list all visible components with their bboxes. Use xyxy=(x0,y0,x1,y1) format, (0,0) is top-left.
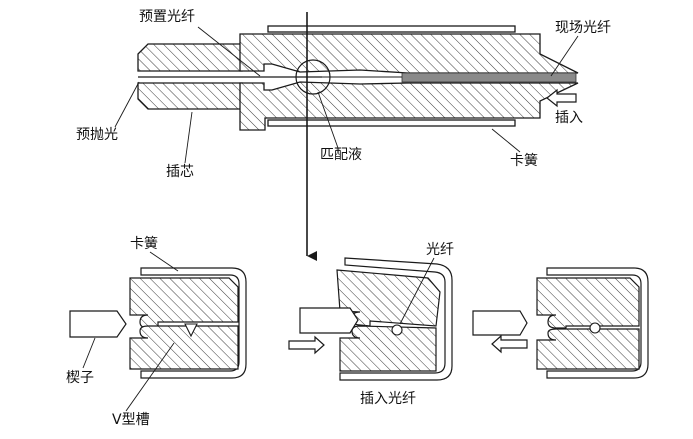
leader-preset-fiber xyxy=(197,26,261,77)
label-wedge: 楔子 xyxy=(66,370,94,386)
leader-v-groove xyxy=(125,342,175,412)
ferrule-upper xyxy=(137,43,243,72)
push-arrow-2 xyxy=(288,335,325,355)
fiber-in-groove-3 xyxy=(589,322,601,334)
body-upper xyxy=(239,33,579,74)
label-insert-fiber: 插入光纤 xyxy=(360,391,416,407)
pull-arrow-3 xyxy=(491,334,528,354)
wedge-1 xyxy=(69,310,127,338)
label-index-matching-gel: 匹配液 xyxy=(320,147,362,163)
stage-wedge-withdrawn xyxy=(472,267,649,379)
field-fiber xyxy=(401,72,577,83)
leader-matching-gel xyxy=(317,91,339,149)
leader-clamp-spring-top xyxy=(491,128,521,153)
label-clamp-spring-top: 卡簧 xyxy=(510,153,538,169)
upper-block-1 xyxy=(129,277,239,329)
spring-clip-3 xyxy=(546,267,649,379)
upper-block-3 xyxy=(536,277,640,329)
leader-fiber-bottom xyxy=(399,257,435,325)
leader-wedge xyxy=(82,337,96,369)
spring-clip-2 xyxy=(339,257,453,381)
label-insert-top: 插入 xyxy=(555,110,583,126)
lower-block-2 xyxy=(339,325,437,372)
wedge-2 xyxy=(299,307,359,334)
label-preset-fiber: 预置光纤 xyxy=(139,9,195,25)
label-ferrule: 插芯 xyxy=(166,164,194,180)
label-field-fiber: 现场光纤 xyxy=(555,20,611,36)
ferrule-lower xyxy=(137,82,243,110)
clamp-spring-top-plate xyxy=(267,25,516,33)
label-clamp-spring-bottom: 卡簧 xyxy=(130,236,158,252)
stage-wedge-inserted xyxy=(69,251,247,412)
body-lower xyxy=(239,81,579,131)
leader-ferrule xyxy=(184,111,193,164)
v-groove-1 xyxy=(184,323,198,338)
label-fiber-bottom: 光纤 xyxy=(426,242,454,258)
leader-clamp-spring-bottom xyxy=(149,251,179,272)
leader-field-fiber xyxy=(550,35,579,77)
matching-gel-circle xyxy=(295,59,331,95)
spring-clip-1 xyxy=(140,267,247,379)
fiber-in-groove-2 xyxy=(391,324,403,336)
lower-block-1 xyxy=(129,325,239,370)
label-prepolished: 预抛光 xyxy=(76,127,118,143)
leader-prepolished xyxy=(114,81,140,128)
label-v-groove: V型槽 xyxy=(112,412,150,428)
stage-fiber-inserted xyxy=(288,257,453,381)
lower-block-3 xyxy=(536,328,640,370)
insert-arrow-top xyxy=(546,88,577,108)
top-connector xyxy=(114,12,579,261)
clamp-spring-bottom-plate xyxy=(267,119,516,127)
wedge-3 xyxy=(472,310,528,336)
